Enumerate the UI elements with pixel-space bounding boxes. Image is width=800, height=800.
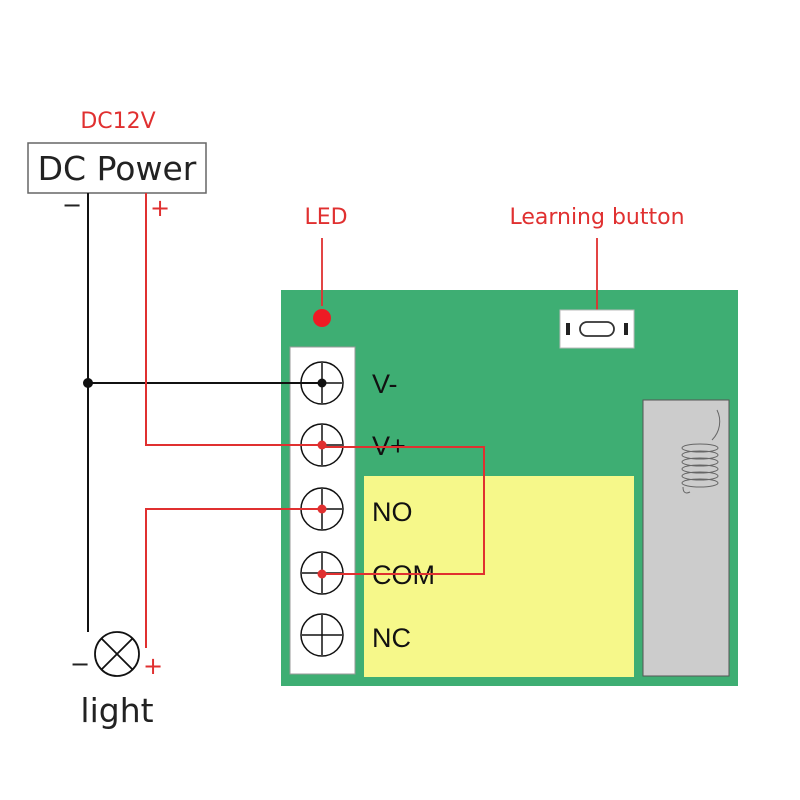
light-plus-sign: + xyxy=(143,652,163,680)
wire-v-plus-to-com xyxy=(322,446,485,575)
com-connection-dot xyxy=(317,569,327,579)
relay-area xyxy=(364,476,634,677)
v-minus-connection-dot xyxy=(317,378,327,388)
light-bulb-icon xyxy=(94,631,140,677)
light-label: light xyxy=(80,691,153,730)
wire-no-to-light xyxy=(145,508,322,648)
antenna-coil-icon xyxy=(681,443,719,488)
no-connection-dot xyxy=(317,504,327,514)
power-plus-sign: + xyxy=(150,194,170,222)
junction-dot xyxy=(83,378,93,388)
terminal-label-v-minus: V- xyxy=(372,369,398,399)
antenna-module xyxy=(642,399,730,677)
led-indicator xyxy=(313,309,331,327)
voltage-label: DC12V xyxy=(80,109,155,134)
terminal-screw-nc xyxy=(300,613,344,657)
dc-power-label: DC Power xyxy=(38,149,197,188)
power-minus-sign: − xyxy=(62,191,82,219)
led-label: LED xyxy=(304,205,347,230)
v-plus-connection-dot xyxy=(317,440,327,450)
learning-button-label: Learning button xyxy=(509,205,684,230)
light-minus-sign: − xyxy=(70,650,90,678)
terminal-label-no: NO xyxy=(372,497,413,527)
terminal-label-nc: NC xyxy=(372,623,411,653)
wire-positive-to-v-plus xyxy=(145,193,322,446)
learning-button[interactable] xyxy=(559,309,635,349)
dc-power-box xyxy=(27,142,207,194)
